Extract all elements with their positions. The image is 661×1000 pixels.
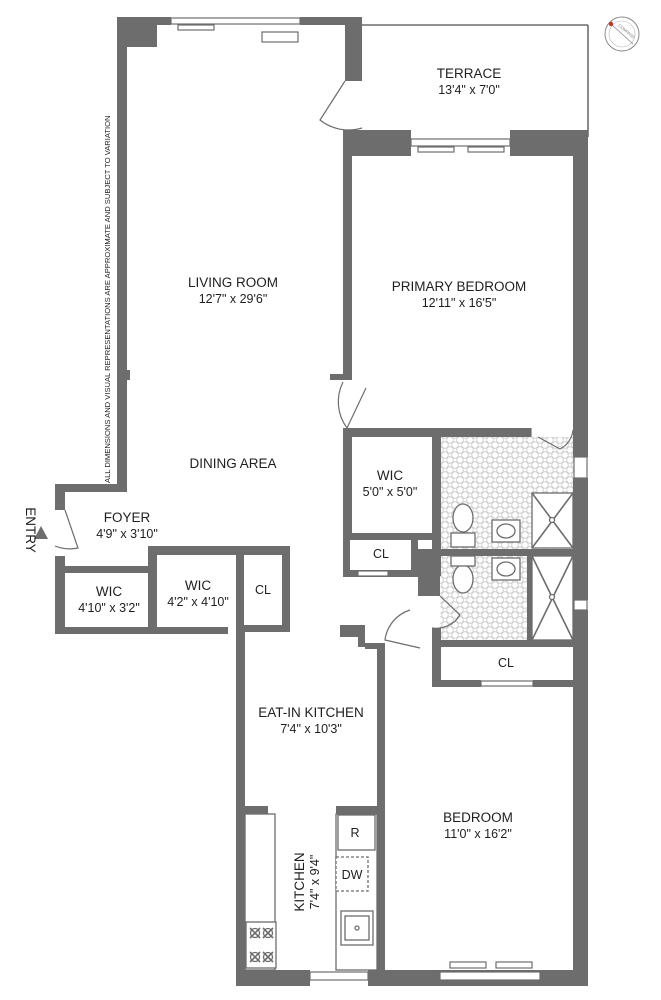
bedroom-dimensions: 11'0" x 16'2" [444,827,512,841]
entry-arrow-icon [34,526,48,539]
living-room-label: LIVING ROOM [188,275,278,290]
wic-foyer-left-dimensions: 4'10" x 3'2" [78,601,140,615]
walls [55,17,589,986]
bath-fixtures [450,492,574,641]
living-room-dimensions: 12'7" x 29'6" [199,292,268,306]
eat-in-kitchen-label: EAT-IN KITCHEN [258,705,364,720]
foyer-dimensions: 4'9" x 3'10" [96,527,158,541]
wic-foyer-left-label: WIC [96,584,122,599]
doors [54,80,574,649]
primary-bedroom-label: PRIMARY BEDROOM [392,279,527,294]
terrace-dimensions: 13'4" x 7'0" [438,83,500,97]
wic-primary-dimensions: 5'0" x 5'0" [363,485,418,499]
eat-in-kitchen-dimensions: 7'4" x 10'3" [280,722,342,736]
cl-primary-label: CL [373,547,389,561]
dishwasher-label: DW [342,868,363,882]
kitchen-label: KITCHEN [292,852,307,911]
kitchen-dimensions: 7'4" x 9'4" [308,855,322,910]
disclaimer-text: ALL DIMENSIONS AND VISUAL REPRESENTATION… [103,115,112,483]
cl-bedroom-label: CL [498,656,514,670]
refrigerator-label: R [350,826,359,840]
entry-label: ENTRY [23,507,38,553]
cl-foyer-label: CL [255,583,271,597]
wic-primary-label: WIC [377,468,403,483]
dining-area-label: DINING AREA [189,456,276,471]
wic-foyer-right-label: WIC [185,578,211,593]
kitchen-fixtures [244,813,378,971]
compass-icon: COMPASS [604,16,640,52]
primary-bedroom-dimensions: 12'11" x 16'5" [422,296,497,310]
bedroom-label: BEDROOM [443,810,513,825]
windows [170,17,588,981]
wic-foyer-right-dimensions: 4'2" x 4'10" [167,595,229,609]
terrace-label: TERRACE [437,66,502,81]
foyer-label: FOYER [104,510,151,525]
